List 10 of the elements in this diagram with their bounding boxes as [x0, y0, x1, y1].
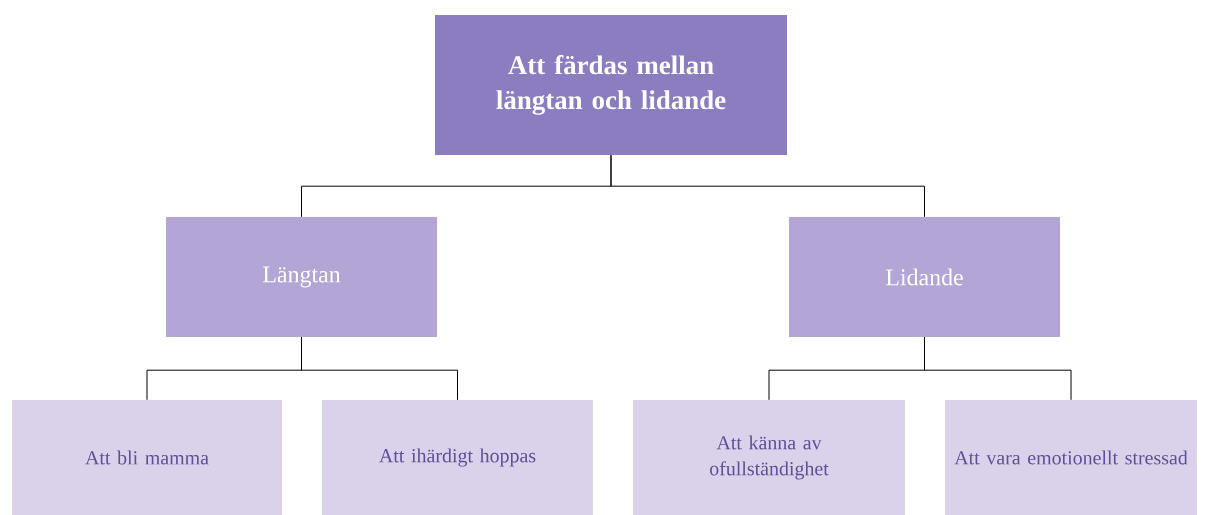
process-box: Att färdas mellan längtan och lidande [435, 15, 787, 155]
process-box: Att ihärdigt hoppas [322, 400, 593, 515]
connector-line [610, 154, 925, 218]
process-box: Längtan [166, 217, 437, 337]
connector-line [301, 336, 458, 401]
process-box: Att bli mamma [12, 400, 282, 515]
connector-line [924, 336, 1072, 401]
process-box: Att vara emotionellt stressad [945, 400, 1197, 515]
process-box: Lidande [789, 217, 1060, 337]
process-box: Att känna av ofullständighet [633, 400, 905, 515]
